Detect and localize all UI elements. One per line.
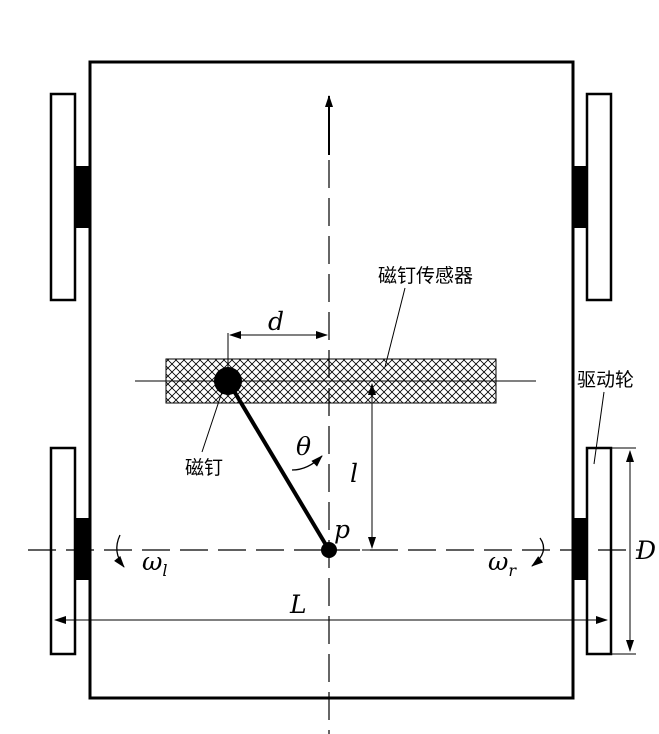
D-label: D: [635, 536, 656, 565]
L-label: L: [289, 590, 307, 619]
p-label: p: [334, 515, 350, 544]
omega-l-rotation-arrow: [114, 534, 125, 568]
nail-label: 磁钉: [185, 457, 223, 479]
drive-wheel-label: 驱动轮: [577, 369, 634, 391]
theta-label: θ: [296, 432, 311, 461]
sensor-label: 磁钉传感器: [378, 265, 473, 287]
wheel-front-left: [49, 92, 90, 302]
wheel-rear-right: [573, 446, 613, 656]
drive-wheel-leader-line: [593, 391, 605, 465]
point-p: [321, 542, 337, 558]
wheel-front-right: [573, 92, 613, 302]
vehicle-body: [88, 60, 575, 700]
magnetic-nail-dot: [214, 367, 242, 395]
nail-to-p-line: [226, 379, 331, 552]
omega-l-label: ωl: [142, 547, 168, 580]
omega-r-rotation-arrow: [531, 537, 545, 567]
d-label: d: [268, 307, 284, 336]
wheel-rear-left: [49, 446, 90, 656]
sensor-leader-line: [384, 287, 406, 368]
nail-leader-line: [201, 391, 223, 453]
l-label: l: [350, 459, 358, 488]
omega-r-label: ωr: [488, 547, 517, 580]
theta-arc: [291, 455, 323, 471]
